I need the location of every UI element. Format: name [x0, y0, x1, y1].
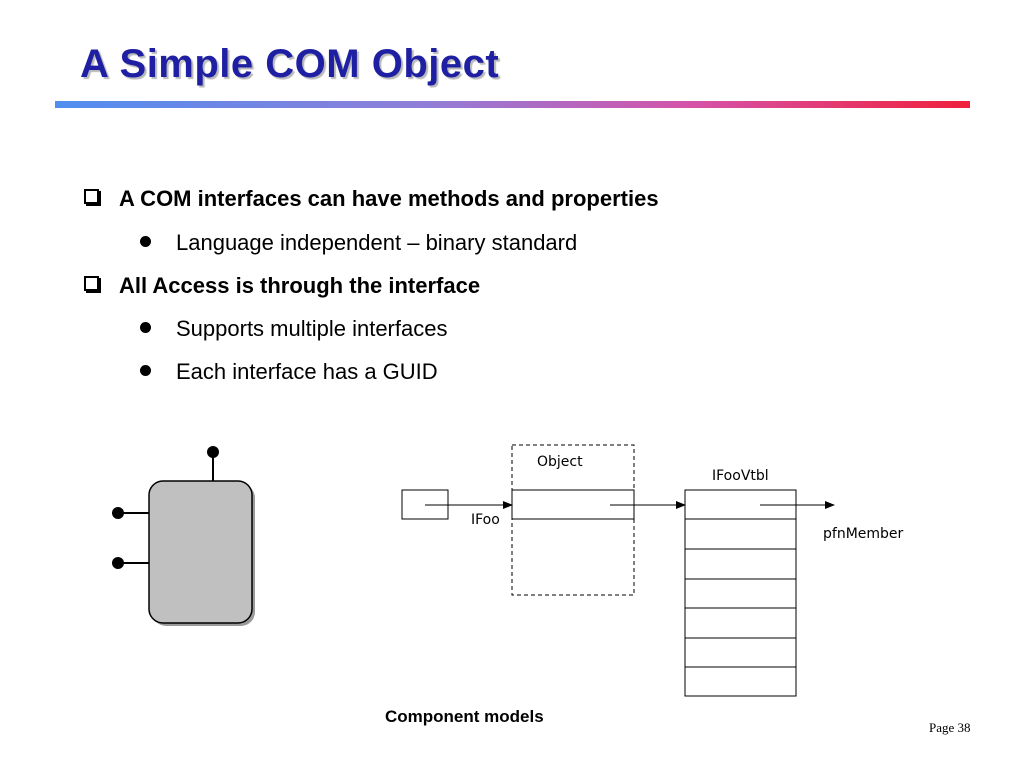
vtable-entry: [684, 548, 797, 580]
bullet-text: A COM interfaces can have methods and pr…: [119, 186, 659, 211]
checkbox-bullet-icon: [84, 189, 99, 204]
page-number: Page 38: [929, 720, 971, 735]
object-boundary: [511, 444, 635, 596]
sub-bullet-text: Supports multiple interfaces: [176, 316, 448, 341]
object-body: [148, 480, 253, 624]
bullet-text: All Access is through the interface: [119, 273, 481, 298]
member-label: pfnMember: [823, 526, 904, 542]
bullet-item: A COM interfaces can have methods and pr…: [84, 186, 659, 212]
sub-bullet-item: Supports multiple interfaces: [140, 316, 447, 342]
round-bullet-icon: [140, 365, 151, 376]
vtable-entries: [684, 489, 797, 697]
vtable-entry: [684, 637, 797, 668]
vtable-entry: [684, 518, 797, 550]
round-bullet-icon: [140, 236, 151, 247]
round-bullet-icon: [140, 322, 151, 333]
interface-lollipop: [112, 557, 124, 569]
diagram-caption: Component models: [385, 707, 544, 726]
interface-lollipop: [207, 446, 219, 458]
sub-bullet-text: Each interface has a GUID: [176, 359, 438, 384]
object-label: Object: [537, 454, 583, 470]
vtable-entry: [684, 607, 797, 639]
interface-label: IFoo: [471, 512, 500, 528]
title-underline: [55, 101, 970, 108]
sub-bullet-text: Language independent – binary standard: [176, 230, 578, 255]
vtable-label: IFooVtbl: [712, 468, 769, 484]
slide-title: A Simple COM Object: [80, 42, 500, 86]
bullet-item: All Access is through the interface: [84, 273, 480, 299]
com-object-symbol: [112, 446, 255, 626]
checkbox-bullet-icon: [84, 276, 99, 291]
sub-bullet-item: Each interface has a GUID: [140, 359, 438, 385]
interface-lollipop: [112, 507, 124, 519]
vtable-entry: [684, 578, 797, 609]
vtable-entry: [684, 666, 797, 697]
sub-bullet-item: Language independent – binary standard: [140, 230, 577, 256]
vtable-diagram: Object IFoo IFooVtbl pfnMember: [401, 444, 904, 697]
